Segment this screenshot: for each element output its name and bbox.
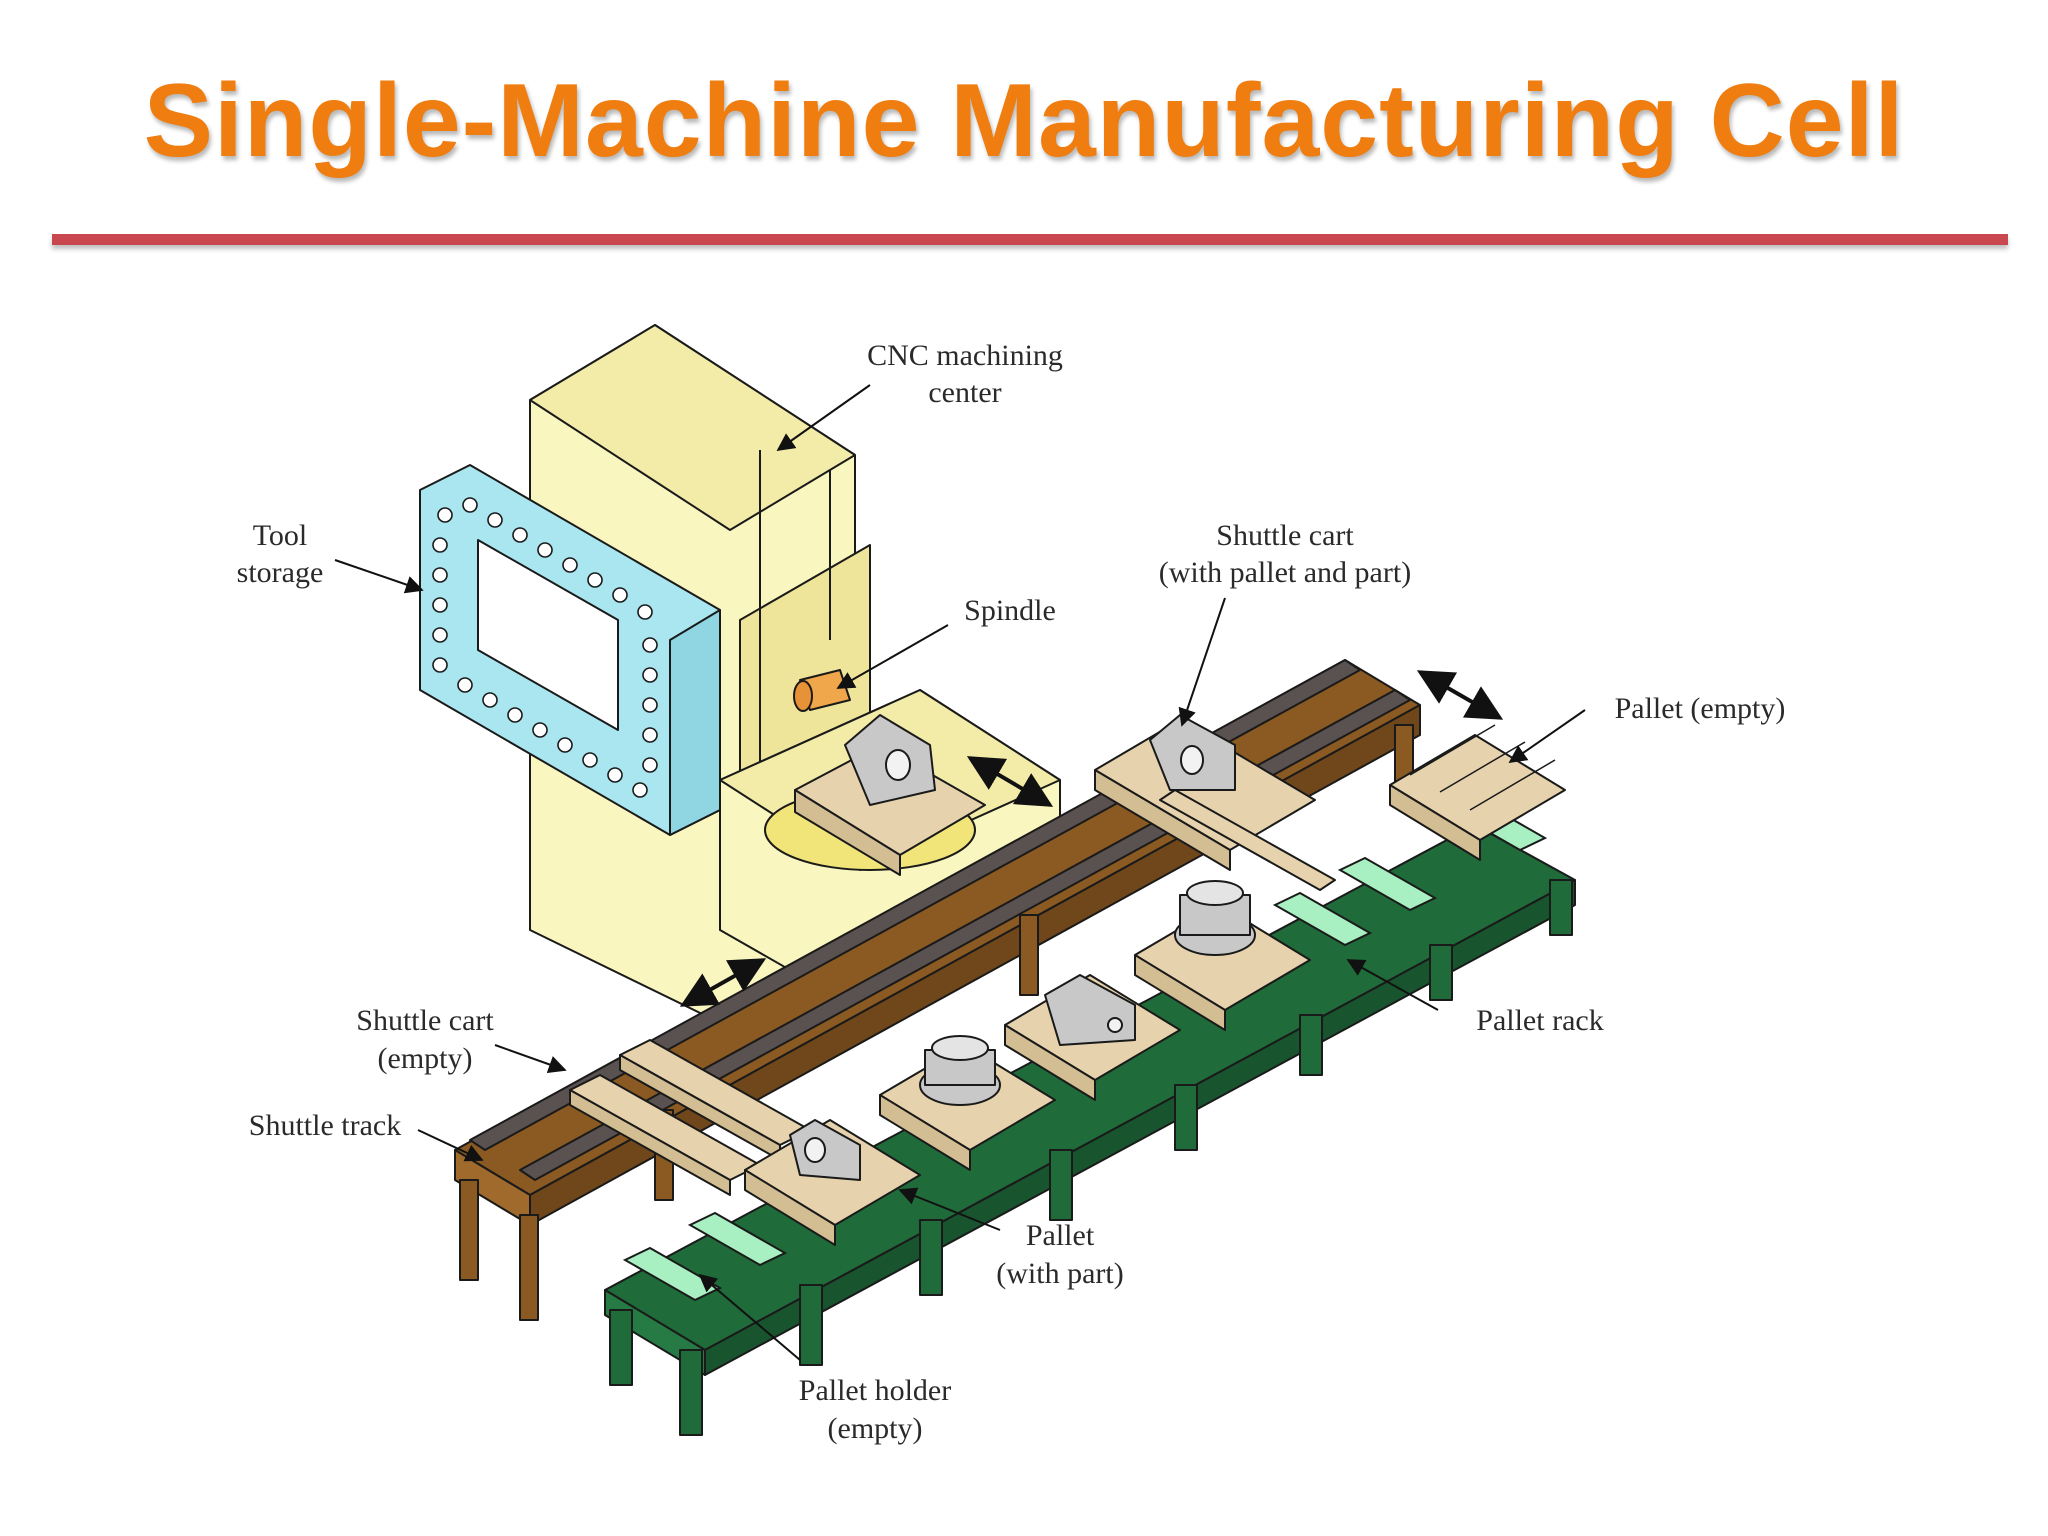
leader-pallet-with-part [898, 1187, 1001, 1231]
leader-spindle [836, 624, 949, 689]
label-shuttle-cart-loaded-line2: (with pallet and part) [1159, 556, 1411, 589]
label-tool-storage-line1: Tool [253, 519, 308, 552]
leader-tool-storage [334, 559, 424, 594]
label-shuttle-cart-loaded-line1: Shuttle cart [1216, 519, 1354, 552]
label-cnc-line1: CNC machining [867, 339, 1063, 372]
label-pallet-empty: Pallet (empty) [1615, 692, 1786, 725]
tool-storage [419, 464, 721, 836]
leader-shuttle-cart-loaded [1178, 597, 1226, 727]
label-cnc-line2: center [928, 376, 1001, 409]
leader-pallet-holder [698, 1273, 801, 1361]
label-pallet-holder-line2: (empty) [828, 1412, 923, 1445]
label-pallet-holder-line1: Pallet holder [799, 1374, 951, 1407]
leader-shuttle-track [417, 1129, 484, 1162]
rack-pallet-3 [1004, 974, 1181, 1101]
label-shuttle-cart-empty-line1: Shuttle cart [356, 1004, 494, 1037]
rack-pallet-empty [1389, 724, 1566, 861]
title-divider [52, 234, 2008, 245]
shuttle-cart-loaded [1094, 714, 1336, 891]
label-tool-storage-line2: storage [237, 556, 324, 589]
label-spindle: Spindle [964, 594, 1056, 627]
motion-arrows [679, 670, 1504, 1007]
rack-pallet-1 [744, 1119, 921, 1246]
leader-cnc [776, 384, 871, 452]
rack-pallet-4 [1134, 880, 1311, 1031]
leader-shuttle-cart-empty [494, 1044, 567, 1074]
leader-pallet-rack [1346, 959, 1439, 1011]
label-pallet-with-part-line2: (with part) [996, 1257, 1123, 1290]
leader-pallet-empty [1508, 709, 1586, 764]
label-shuttle-track: Shuttle track [249, 1109, 401, 1142]
rack-pallet-2 [879, 1035, 1056, 1171]
label-pallet-with-part-line1: Pallet [1026, 1219, 1095, 1252]
slide-title: Single-Machine Manufacturing Cell [143, 63, 1905, 179]
machine-pallet-with-part [794, 714, 986, 876]
label-shuttle-cart-empty-line2: (empty) [378, 1042, 473, 1075]
label-pallet-rack: Pallet rack [1476, 1004, 1603, 1037]
